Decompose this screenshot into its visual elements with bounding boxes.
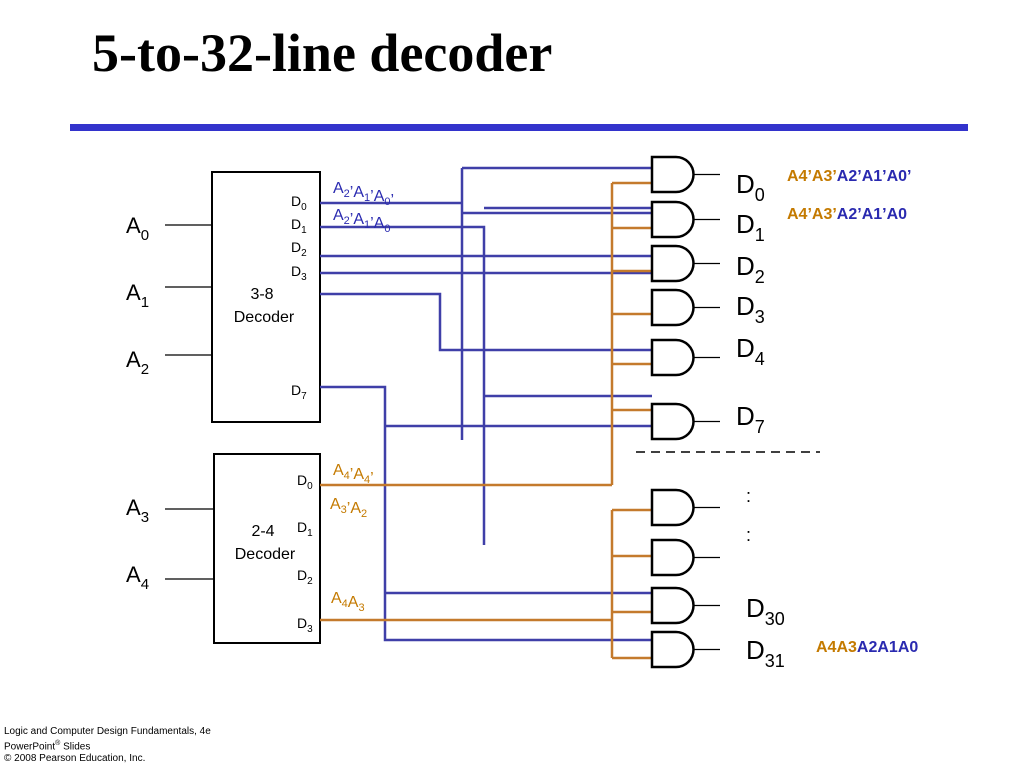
ellipsis-mark: : bbox=[746, 486, 751, 506]
gate-output-d4: D4 bbox=[736, 333, 765, 369]
decoder-3-8-output-d7: D7 bbox=[291, 382, 307, 402]
orange-wires bbox=[320, 181, 652, 660]
expression-d1: A4’A3’A2’A1’A0 bbox=[787, 206, 907, 223]
decoder-2-4-output-d1: D1 bbox=[297, 519, 313, 539]
gate-output-d31: D31 bbox=[746, 635, 785, 671]
gate-output-lines bbox=[693, 173, 720, 651]
decoder-3-8-label-bottom: Decoder bbox=[234, 309, 295, 326]
input-a1-label: A1 bbox=[126, 280, 149, 311]
wire-label-a4n-a3n: A4’A4’ bbox=[333, 462, 374, 487]
and-gate bbox=[650, 200, 695, 239]
wire-label-a2n-a1n-a0: A2’A1’A0 bbox=[333, 207, 391, 235]
gate-output-d7: D7 bbox=[736, 401, 765, 437]
decoder-2-4-label-top: 2-4 bbox=[251, 523, 274, 540]
title-underline bbox=[70, 124, 968, 131]
decoder-2-4-output-d3: D3 bbox=[297, 615, 313, 635]
expression-d0: A4’A3’A2’A1’A0’ bbox=[787, 168, 912, 185]
decoder-2-4-box bbox=[213, 453, 321, 644]
gate-output-d1: D1 bbox=[736, 209, 765, 245]
and-gate bbox=[650, 538, 695, 577]
and-gate bbox=[650, 155, 695, 194]
footer-line-2: PowerPoint® Slides bbox=[4, 740, 91, 753]
wire-label-a2n-a1n-a0n: A2’A1’A0’ bbox=[333, 180, 394, 209]
input-a4-label: A4 bbox=[126, 562, 149, 593]
gate-output-d2: D2 bbox=[736, 251, 765, 287]
and-gate bbox=[650, 586, 695, 625]
page-title: 5-to-32-line decoder bbox=[92, 23, 553, 83]
ellipsis-mark: : bbox=[746, 525, 751, 545]
decoder-3-8-output-d3: D3 bbox=[291, 263, 307, 283]
footer-line-1: Logic and Computer Design Fundamentals, … bbox=[4, 726, 211, 737]
gate-output-d0: D0 bbox=[736, 169, 765, 205]
and-gates bbox=[650, 155, 695, 669]
input-lines bbox=[165, 224, 214, 580]
and-gate bbox=[650, 488, 695, 527]
decoder-3-8-output-d2: D2 bbox=[291, 239, 307, 259]
decoder-3-8-label-top: 3-8 bbox=[250, 286, 273, 303]
and-gate bbox=[650, 244, 695, 283]
and-gate bbox=[650, 402, 695, 441]
input-a0-label: A0 bbox=[126, 213, 149, 244]
decoder-2-4-output-d0: D0 bbox=[297, 472, 313, 492]
footer: Logic and Computer Design Fundamentals, … bbox=[4, 726, 211, 765]
wire-label-a4-a3: A4A3 bbox=[331, 590, 365, 614]
decoder-3-8-box bbox=[211, 171, 321, 423]
expression-d31: A4A3A2A1A0 bbox=[816, 639, 918, 656]
input-a2-label: A2 bbox=[126, 347, 149, 378]
wire-label-a3n-a2: A3’A2 bbox=[330, 496, 367, 520]
and-gate bbox=[650, 288, 695, 327]
gate-output-d30: D30 bbox=[746, 593, 785, 629]
decoder-2-4-label-bottom: Decoder bbox=[235, 546, 296, 563]
decoder-2-4-output-d2: D2 bbox=[297, 567, 313, 587]
blue-wires bbox=[320, 166, 652, 642]
and-gate bbox=[650, 630, 695, 669]
decoder-3-8-output-d0: D0 bbox=[291, 193, 307, 213]
input-a3-label: A3 bbox=[126, 495, 149, 526]
and-gate bbox=[650, 338, 695, 377]
decoder-3-8-output-d1: D1 bbox=[291, 216, 307, 236]
gate-output-d3: D3 bbox=[736, 291, 765, 327]
footer-line-3: © 2008 Pearson Education, Inc. bbox=[4, 753, 146, 765]
